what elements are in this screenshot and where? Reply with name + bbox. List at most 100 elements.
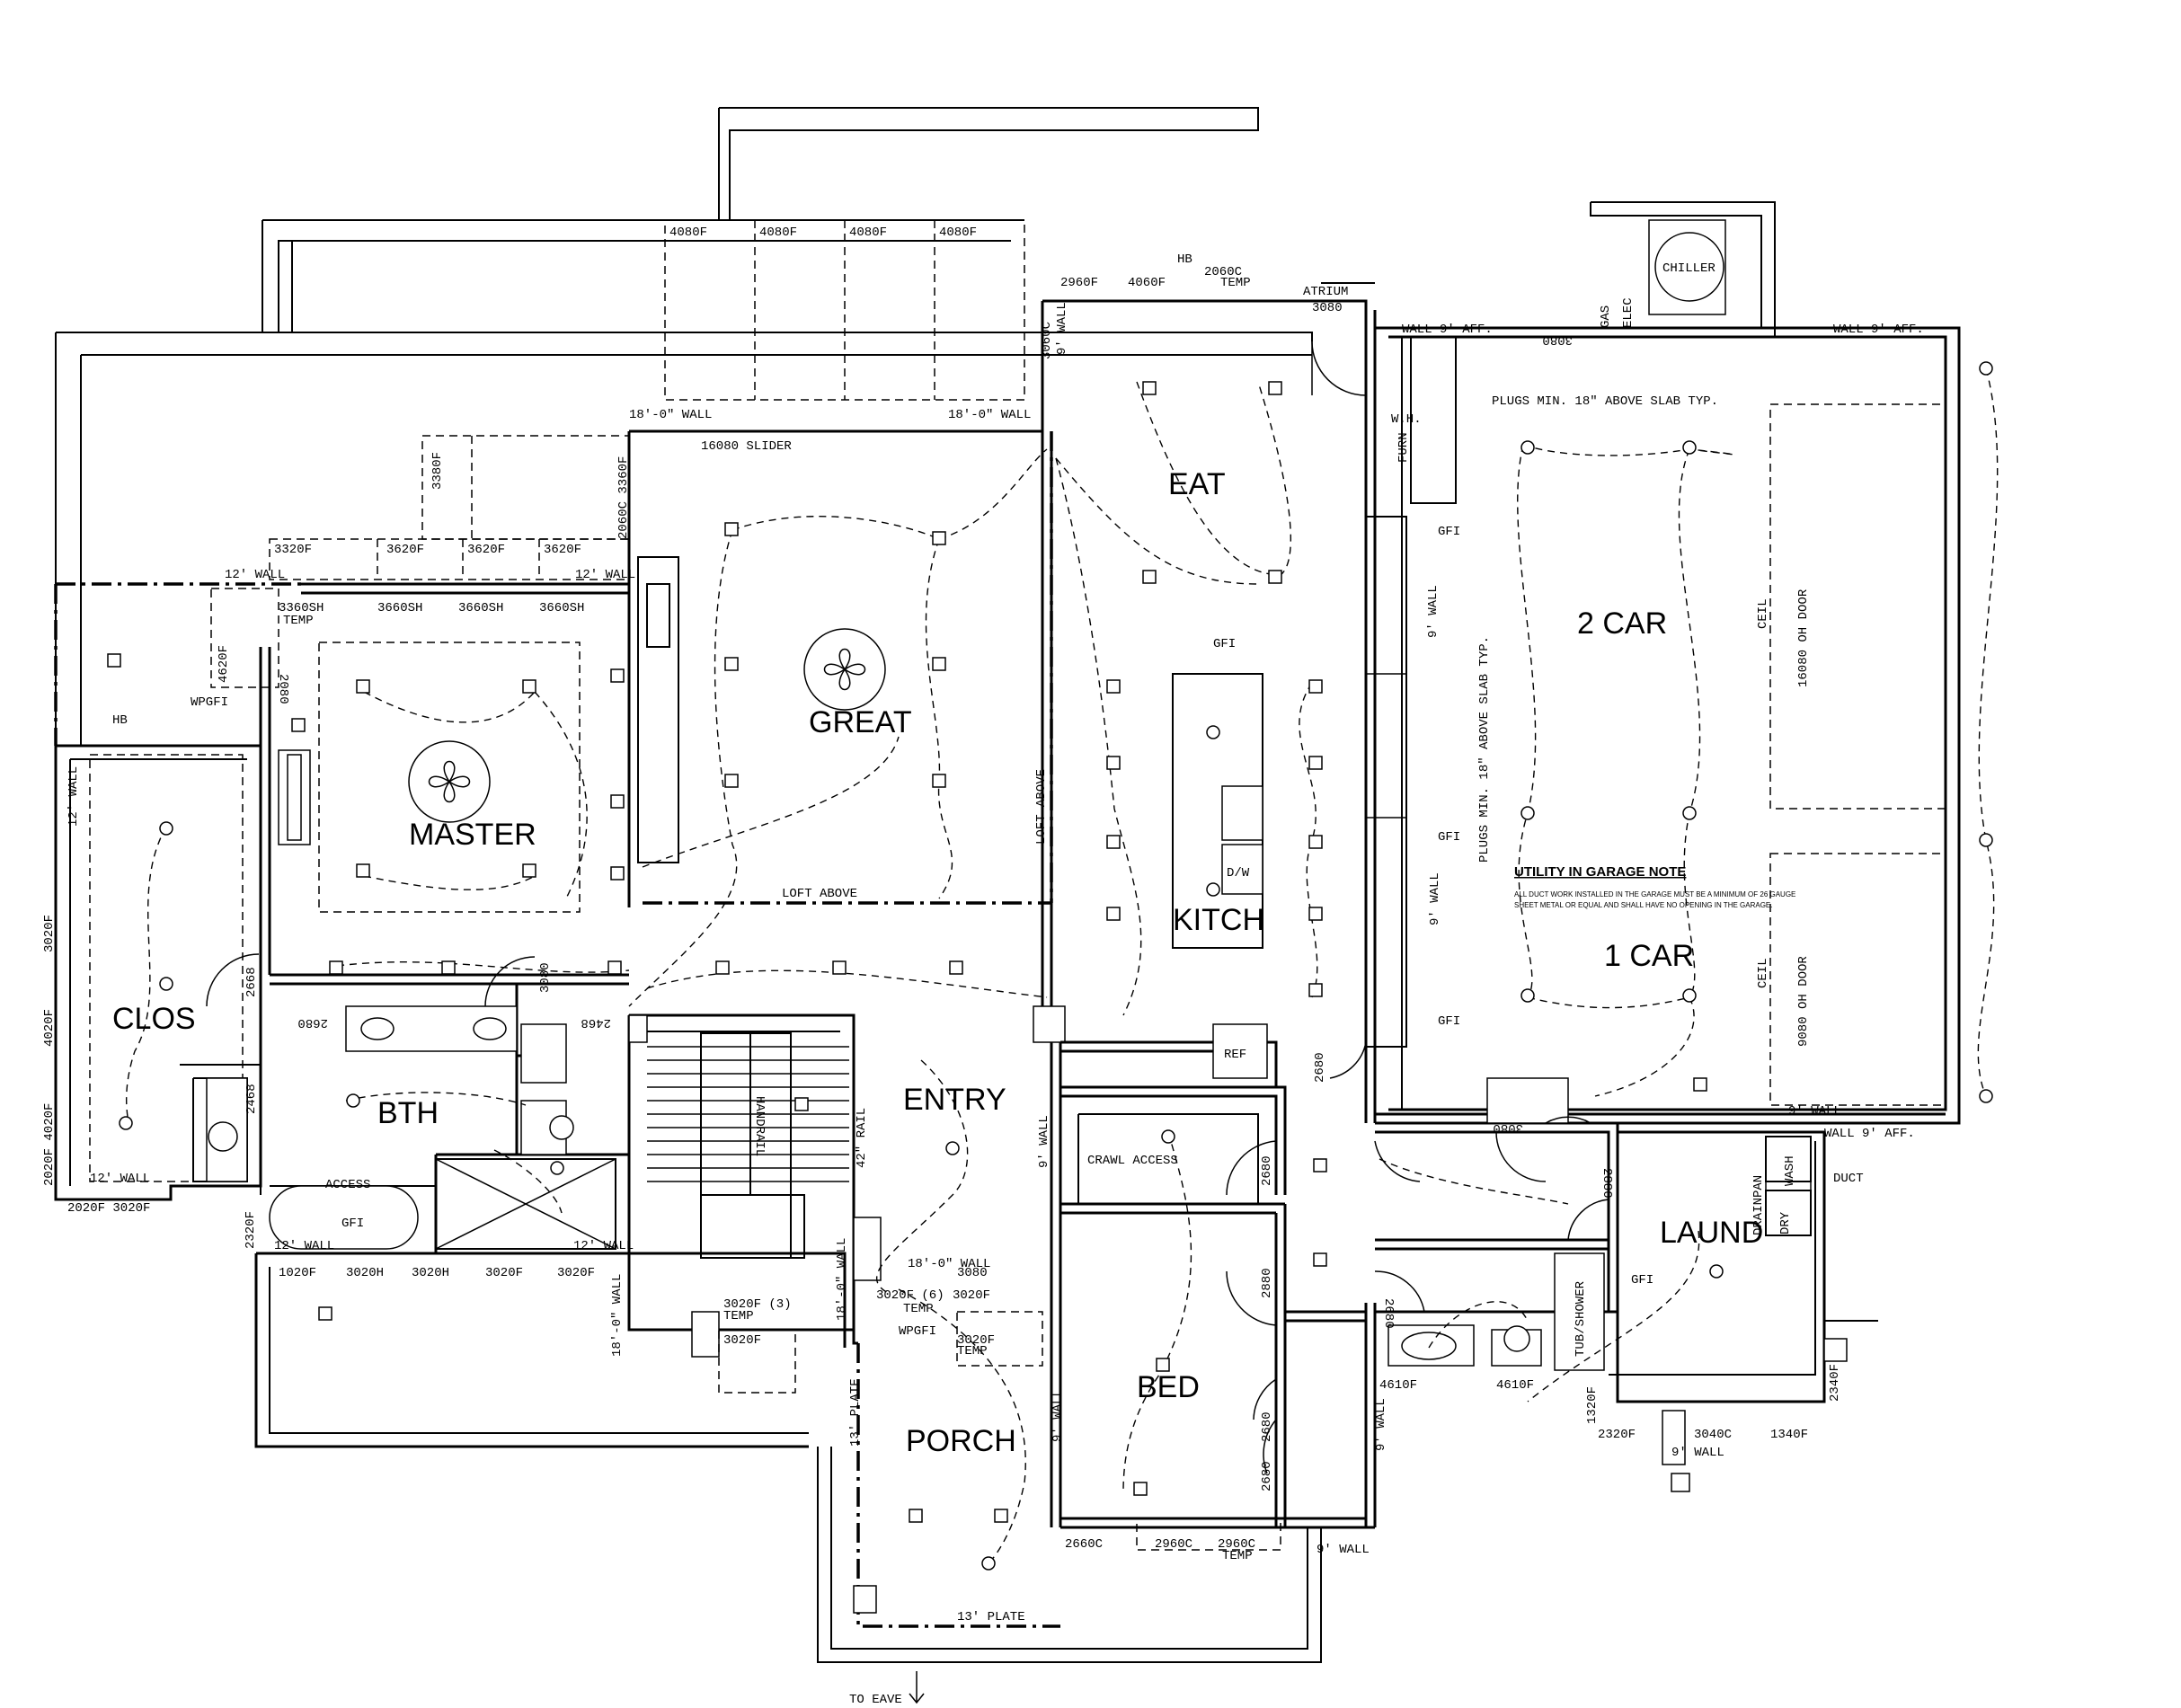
window-label: 2320F (244, 1211, 258, 1249)
utility-note-line: ALL DUCT WORK INSTALLED IN THE GARAGE MU… (1514, 890, 1795, 898)
window-label: 3360SH (279, 601, 324, 615)
window-label: 4080F (939, 226, 977, 240)
wall-note: 9' WALL (1037, 1115, 1051, 1168)
light-fixtures (107, 381, 1707, 1523)
door-label: 2680 (1381, 1298, 1396, 1329)
room-label-clos: CLOS (112, 1002, 196, 1036)
temp-note: TEMP (957, 1344, 988, 1358)
window-label: 2020F 4020F (42, 1103, 57, 1186)
window-label: 3020F (557, 1266, 595, 1280)
wall-height-note: WALL 9' AFF. (1833, 323, 1924, 337)
window-label: 3620F (467, 543, 505, 557)
ceil-note: CEIL (1756, 598, 1770, 629)
wall-note: 18'-0" WALL (629, 408, 712, 422)
door-label: 3080 (1542, 332, 1573, 347)
wall-note: 9' WALL (1055, 302, 1069, 355)
window-label: 4060F (1128, 276, 1166, 290)
ceil-note: CEIL (1756, 958, 1770, 988)
rail-note: 42" RAIL (855, 1108, 869, 1168)
window-label: 3060C (1040, 322, 1054, 359)
temp-note: TEMP (903, 1302, 934, 1316)
room-label-bed: BED (1137, 1370, 1200, 1404)
gfi-note: GFI (1213, 637, 1236, 651)
plugs-note: PLUGS MIN. 18" ABOVE SLAB TYP. (1492, 394, 1718, 409)
wall-note: 18'-0" WALL (948, 408, 1031, 422)
window-label: 2320F (1598, 1428, 1636, 1442)
room-label-entry: ENTRY (903, 1083, 1006, 1117)
door-label: 2468 (581, 1015, 611, 1030)
dryer-label: DRY (1778, 1211, 1793, 1235)
drainpan-label: DRAINPAN (1751, 1175, 1766, 1235)
circuit-lines (125, 367, 1999, 1564)
window-label: 3020F (6) (876, 1288, 944, 1303)
wall-note: 9' WALL (1788, 1104, 1841, 1119)
wall-note: 12' WALL (66, 766, 81, 827)
door-label: 3080 (1493, 1120, 1523, 1135)
window-label: 1340F (1770, 1428, 1808, 1442)
door-label: 2080 (276, 674, 290, 704)
stair-treads (647, 1046, 849, 1182)
wall-note: 18'-0" WALL (835, 1238, 849, 1321)
wpgfi-note: WPGFI (899, 1324, 936, 1339)
hb-note: HB (112, 713, 128, 728)
notes: WALL 9' AFF. WALL 9' AFF. WALL 9' AFF. P… (66, 252, 1924, 1707)
loft-above-note: LOFT ABOVE (1034, 769, 1049, 845)
door-label: 3080 (538, 962, 553, 993)
window-label: 4080F (669, 226, 707, 240)
window-label: 3020F (485, 1266, 523, 1280)
window-label: 1020F (279, 1266, 316, 1280)
door-label: 3080 (957, 1266, 988, 1280)
washer-label: WASH (1783, 1155, 1797, 1186)
eave-note: TO EAVE (849, 1693, 902, 1707)
window-label: 4080F (759, 226, 797, 240)
eave-arrow-icon (909, 1671, 925, 1704)
window-label: 3660SH (377, 601, 422, 615)
door-swings (206, 341, 1609, 1474)
chiller-label: CHILLER (1662, 261, 1716, 276)
window-label: 3020F (953, 1288, 990, 1303)
window-label: 4080F (849, 226, 887, 240)
gas-label: GAS (1599, 305, 1613, 328)
room-label-two-car: 2 CAR (1577, 606, 1667, 641)
window-label: 4610F (1496, 1378, 1534, 1393)
door-label: 2468 (244, 1084, 259, 1114)
window-label: 4620F (217, 645, 231, 683)
wpgfi-note: WPGFI (191, 695, 228, 710)
temp-note: TEMP (723, 1309, 754, 1323)
wall-note: 12' WALL (225, 568, 285, 582)
room-label-laund: LAUND (1660, 1216, 1763, 1250)
door-label: 2680 (1313, 1052, 1327, 1083)
atrium-label: ATRIUM (1303, 285, 1348, 299)
wall-height-note: WALL 9' AFF. (1824, 1127, 1915, 1141)
plate-note: 13' PLATE (957, 1610, 1025, 1624)
furnace-label: FURN (1396, 432, 1411, 463)
crawl-access-label: CRAWL ACCESS (1087, 1154, 1178, 1168)
wall-note: 9' WALL (1051, 1389, 1065, 1442)
room-label-one-car: 1 CAR (1604, 939, 1694, 973)
utility-note-line: SHEET METAL OR EQUAL AND SHALL HAVE NO O… (1514, 901, 1772, 909)
gfi-note: GFI (1438, 830, 1460, 845)
utility-note-title: UTILITY IN GARAGE NOTE (1514, 864, 1686, 880)
wall-note: 9' WALL (1426, 585, 1441, 638)
window-label: 4020F (42, 1009, 57, 1047)
dishwasher-label: D/W (1227, 866, 1250, 881)
wall-note: 12' WALL (274, 1239, 334, 1253)
door-label: 2668 (244, 967, 259, 997)
gfi-note: GFI (1438, 1014, 1460, 1029)
access-label: ACCESS (325, 1178, 370, 1192)
room-label-porch: PORCH (906, 1424, 1016, 1458)
window-label: 3320F (274, 543, 312, 557)
window-label: 3620F (544, 543, 581, 557)
window-label: 3040C (1694, 1428, 1732, 1442)
room-label-kitch: KITCH (1173, 903, 1264, 937)
window-label: 3020H (412, 1266, 449, 1280)
window-label: 2960C (1218, 1537, 1255, 1552)
room-label-eat: EAT (1168, 467, 1226, 501)
window-label: 2060C 3360F (616, 456, 631, 539)
temp-note: TEMP (283, 614, 314, 628)
plugs-note-vertical: PLUGS MIN. 18" ABOVE SLAB TYP. (1477, 636, 1492, 863)
plate-note: 13' PLATE (848, 1378, 863, 1447)
door-label: 2880 (1600, 1168, 1614, 1199)
door-label: 2680 (1260, 1412, 1274, 1442)
